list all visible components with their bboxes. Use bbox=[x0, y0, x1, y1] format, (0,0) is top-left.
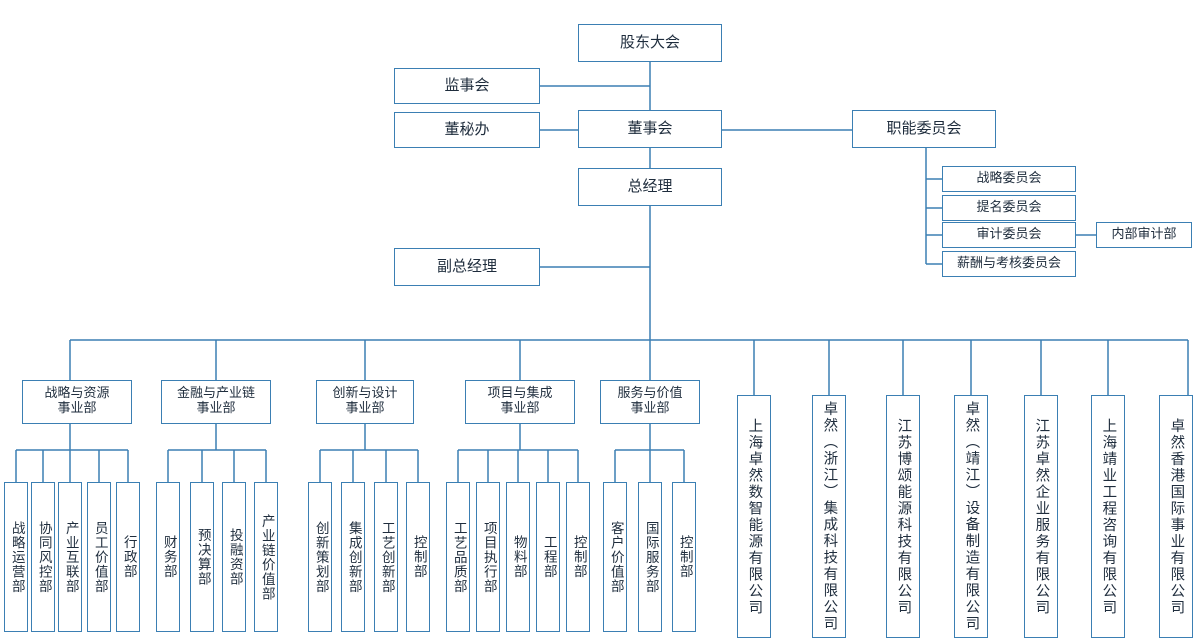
department-label: 客户价值部 bbox=[607, 520, 624, 594]
department-label: 产业链价值部 bbox=[258, 513, 275, 601]
department-box: 控制部 bbox=[566, 482, 590, 632]
board-office-box: 董秘办 bbox=[394, 112, 540, 148]
committee-audit-box: 审计委员会 bbox=[942, 222, 1076, 248]
division-finance-chain-box: 金融与产业链 事业部 bbox=[161, 380, 271, 424]
subsidiary-company-label: 上海靖业工程咨询有限公司 bbox=[1100, 417, 1117, 616]
department-box: 行政部 bbox=[116, 482, 140, 632]
division-project-integration-box: 项目与集成 事业部 bbox=[465, 380, 575, 424]
board-of-directors-label: 董事会 bbox=[627, 119, 673, 138]
committee-label: 提名委员会 bbox=[976, 199, 1042, 215]
shareholders-label: 股东大会 bbox=[619, 33, 680, 52]
subsidiary-company-box: 江苏卓然企业服务有限公司 bbox=[1024, 395, 1058, 638]
department-box: 控制部 bbox=[406, 482, 430, 632]
subsidiary-company-box: 卓然香港国际事业有限公司 bbox=[1159, 395, 1193, 638]
shareholders-box: 股东大会 bbox=[578, 24, 722, 62]
department-box: 产业链价值部 bbox=[254, 482, 278, 632]
department-box: 集成创新部 bbox=[341, 482, 365, 632]
department-box: 创新策划部 bbox=[308, 482, 332, 632]
internal-audit-label: 内部审计部 bbox=[1111, 226, 1177, 242]
division-innovation-design-box: 创新与设计 事业部 bbox=[316, 380, 414, 424]
department-box: 产业互联部 bbox=[58, 482, 82, 632]
department-label: 战略运营部 bbox=[8, 520, 25, 594]
board-office-label: 董秘办 bbox=[444, 120, 490, 139]
subsidiary-company-label: 卓然（浙江）集成科技有限公司 bbox=[821, 401, 838, 632]
subsidiary-company-box: 江苏博颂能源科技有限公司 bbox=[886, 395, 920, 638]
department-label: 控制部 bbox=[570, 535, 587, 579]
department-label: 行政部 bbox=[120, 535, 137, 579]
department-box: 协同风控部 bbox=[31, 482, 55, 632]
department-label: 工艺品质部 bbox=[450, 520, 467, 594]
department-label: 集成创新部 bbox=[345, 520, 362, 594]
subsidiary-company-label: 卓然（靖江）设备制造有限公司 bbox=[963, 401, 980, 632]
division-label: 创新与设计 事业部 bbox=[332, 386, 398, 416]
supervisory-board-box: 监事会 bbox=[394, 68, 540, 104]
subsidiary-company-box: 上海卓然数智能源有限公司 bbox=[737, 395, 771, 638]
department-label: 产业互联部 bbox=[62, 520, 79, 594]
department-box: 财务部 bbox=[156, 482, 180, 632]
division-service-value-box: 服务与价值 事业部 bbox=[600, 380, 700, 424]
division-label: 战略与资源 事业部 bbox=[44, 386, 110, 416]
committee-label: 审计委员会 bbox=[976, 226, 1042, 242]
deputy-general-manager-box: 副总经理 bbox=[394, 248, 540, 286]
department-box: 预决算部 bbox=[190, 482, 214, 632]
department-label: 员工价值部 bbox=[91, 520, 108, 594]
board-of-directors-box: 董事会 bbox=[578, 110, 722, 148]
department-label: 预决算部 bbox=[194, 528, 211, 586]
connector-lines bbox=[15, 62, 1189, 482]
department-label: 物料部 bbox=[510, 535, 527, 579]
department-label: 协同风控部 bbox=[35, 520, 52, 594]
department-box: 员工价值部 bbox=[87, 482, 111, 632]
department-label: 控制部 bbox=[410, 535, 427, 579]
department-label: 控制部 bbox=[676, 535, 693, 579]
internal-audit-box: 内部审计部 bbox=[1096, 222, 1192, 248]
general-manager-label: 总经理 bbox=[627, 177, 673, 196]
department-box: 战略运营部 bbox=[4, 482, 28, 632]
department-label: 国际服务部 bbox=[642, 520, 659, 594]
department-label: 工程部 bbox=[540, 535, 557, 579]
committee-compensation-box: 薪酬与考核委员会 bbox=[942, 251, 1076, 277]
division-label: 项目与集成 事业部 bbox=[487, 386, 553, 416]
subsidiary-company-box: 上海靖业工程咨询有限公司 bbox=[1091, 395, 1125, 638]
functional-committee-label: 职能委员会 bbox=[886, 119, 962, 138]
department-label: 项目执行部 bbox=[480, 520, 497, 594]
department-box: 工艺创新部 bbox=[374, 482, 398, 632]
committee-label: 薪酬与考核委员会 bbox=[956, 255, 1061, 271]
department-box: 客户价值部 bbox=[603, 482, 627, 632]
department-box: 控制部 bbox=[672, 482, 696, 632]
deputy-general-manager-label: 副总经理 bbox=[436, 257, 497, 276]
department-label: 创新策划部 bbox=[312, 520, 329, 594]
supervisory-board-label: 监事会 bbox=[444, 76, 490, 95]
department-box: 工程部 bbox=[536, 482, 560, 632]
committee-nomination-box: 提名委员会 bbox=[942, 195, 1076, 221]
division-label: 金融与产业链 事业部 bbox=[176, 386, 255, 416]
general-manager-box: 总经理 bbox=[578, 168, 722, 206]
department-box: 投融资部 bbox=[222, 482, 246, 632]
committee-label: 战略委员会 bbox=[976, 170, 1042, 186]
subsidiary-company-label: 江苏卓然企业服务有限公司 bbox=[1033, 417, 1050, 616]
subsidiary-company-box: 卓然（浙江）集成科技有限公司 bbox=[812, 395, 846, 638]
department-label: 投融资部 bbox=[226, 528, 243, 586]
department-label: 财务部 bbox=[160, 535, 177, 579]
subsidiary-company-label: 上海卓然数智能源有限公司 bbox=[746, 417, 763, 616]
subsidiary-company-box: 卓然（靖江）设备制造有限公司 bbox=[954, 395, 988, 638]
subsidiary-company-label: 卓然香港国际事业有限公司 bbox=[1168, 417, 1185, 616]
division-label: 服务与价值 事业部 bbox=[617, 386, 683, 416]
department-box: 物料部 bbox=[506, 482, 530, 632]
committee-strategy-box: 战略委员会 bbox=[942, 166, 1076, 192]
department-label: 工艺创新部 bbox=[378, 520, 395, 594]
department-box: 工艺品质部 bbox=[446, 482, 470, 632]
division-strategy-resources-box: 战略与资源 事业部 bbox=[22, 380, 132, 424]
subsidiary-company-label: 江苏博颂能源科技有限公司 bbox=[895, 417, 912, 616]
department-box: 国际服务部 bbox=[638, 482, 662, 632]
department-box: 项目执行部 bbox=[476, 482, 500, 632]
functional-committee-box: 职能委员会 bbox=[852, 110, 996, 148]
